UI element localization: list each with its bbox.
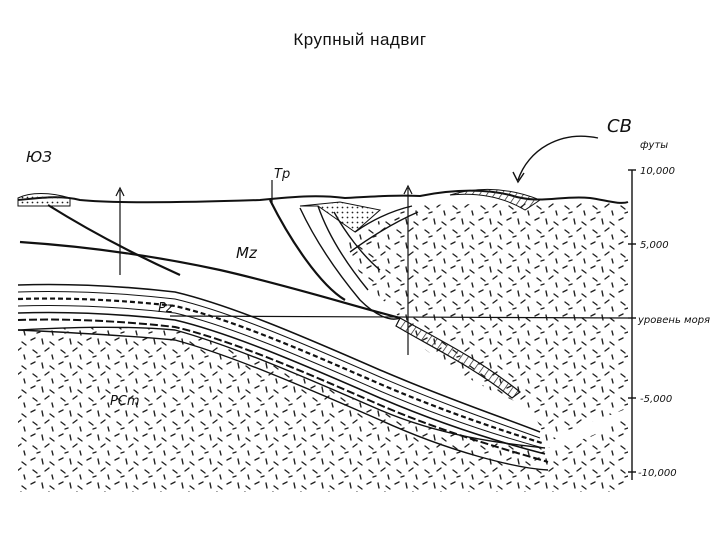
hanging-wall-basement xyxy=(345,202,628,448)
northeast-label: СВ xyxy=(607,116,632,137)
unit-label-tp: Tp xyxy=(274,167,290,182)
unit-label: футы xyxy=(640,140,668,151)
unit-label-pz: Pz xyxy=(158,301,174,316)
southwest-label: ЮЗ xyxy=(26,148,52,166)
tick-label-minus-10000: -10,000 xyxy=(638,468,677,479)
unit-label-pcm: PCm xyxy=(110,394,140,409)
southwest-surface-deposit xyxy=(18,194,70,207)
pointer-arrow xyxy=(518,136,598,180)
elevation-scale xyxy=(628,170,636,480)
tick-label-10000: 10,000 xyxy=(640,166,675,177)
tick-label-minus-5000: -5,000 xyxy=(640,394,672,405)
unit-label-mz: Mz xyxy=(236,244,258,262)
tick-label-sea-level: уровень моря xyxy=(637,315,710,326)
tick-label-5000: 5,000 xyxy=(640,240,669,251)
